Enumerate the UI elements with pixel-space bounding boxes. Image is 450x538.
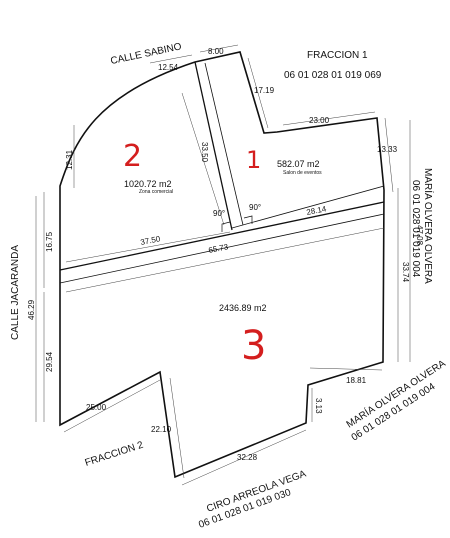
dim-12-54: 12.54 <box>158 63 179 72</box>
division-line-lot1-inner <box>204 62 244 226</box>
dim-32-28: 32.28 <box>237 453 258 462</box>
dim-13-33: 13.33 <box>377 145 398 154</box>
dim-23-00: 23.00 <box>309 116 330 125</box>
dim-3-13: 3.13 <box>314 398 323 414</box>
neighbor-olvera-top-name: MARÍA OLVERA OLVERA <box>422 168 435 284</box>
dim-22-10: 22.10 <box>151 425 172 434</box>
dim-46-29: 46.29 <box>27 299 36 320</box>
dim-16-75: 16.75 <box>45 231 54 252</box>
property-boundary <box>59 51 385 479</box>
dim-18-81: 18.81 <box>346 376 367 385</box>
neighbor-olvera-top-code: 06 01 028 01 019 004 <box>410 180 421 278</box>
dim-37-50: 37.50 <box>140 234 162 247</box>
dimension-guides <box>35 44 411 486</box>
dim-8-00: 8.00 <box>208 47 224 56</box>
dim-17-19: 17.19 <box>254 86 275 95</box>
street-label-jacaranda: CALLE JACARANDA <box>10 245 21 340</box>
dim-12-31: 12.31 <box>65 149 74 170</box>
neighbor-fraccion1-code: 06 01 028 01 019 069 <box>284 70 382 81</box>
lot2-area: 1020.72 m2 <box>124 179 172 189</box>
lot1-area: 582.07 m2 <box>277 159 320 169</box>
dim-33-50: 33.50 <box>200 142 209 163</box>
dim-25-00: 25.00 <box>86 403 107 412</box>
angle-label-left: 90° <box>213 209 225 218</box>
division-line-lot2-lot1 <box>194 61 233 231</box>
lot-number-1: 1 <box>246 146 261 174</box>
angle-label-right: 90° <box>249 203 261 212</box>
dim-28-14: 28.14 <box>306 204 328 217</box>
division-line-upper-strip <box>59 201 385 271</box>
neighbor-fraccion1-name: FRACCION 1 <box>307 50 368 61</box>
lot-number-3: 3 <box>241 323 266 369</box>
lot2-use: Zona comercial <box>139 189 173 195</box>
division-line-lower-strip <box>59 213 385 284</box>
right-angle-markers <box>221 215 253 232</box>
dim-65-73: 65.73 <box>208 242 230 255</box>
dim-47-08: 47.08 <box>415 225 424 246</box>
dim-29-54: 29.54 <box>45 351 54 372</box>
dim-33-74: 33.74 <box>401 262 410 283</box>
neighbor-fraccion2-name: FRACCION 2 <box>84 440 145 469</box>
division-line-lot1-bottom <box>231 185 385 229</box>
lot1-use: Salon de eventos <box>283 170 322 176</box>
lot-number-2: 2 <box>123 139 142 174</box>
lot3-area: 2436.89 m2 <box>219 303 267 313</box>
